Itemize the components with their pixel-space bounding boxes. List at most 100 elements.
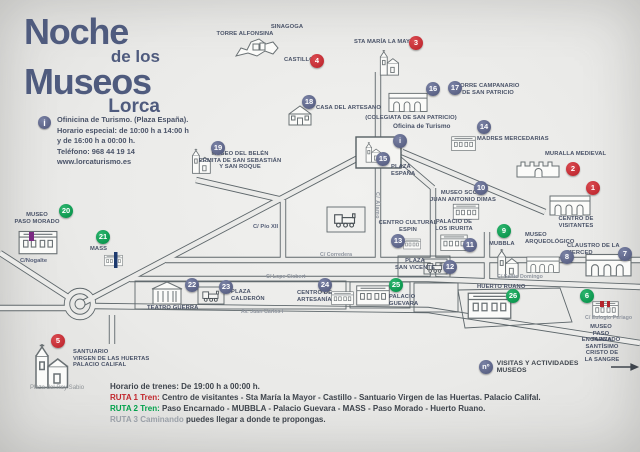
route-2-prefix: RUTA 2 Tren:: [110, 404, 160, 414]
poi-badge-6-paso-encarnado: 6: [580, 289, 594, 303]
poi-badge-18-casa-artesano: 18: [302, 95, 316, 109]
label-torre-alfonsina: TORRE ALFONSINA: [216, 31, 274, 37]
label-plaza-rey-sabio: Plaza del Rey Sabio: [30, 385, 85, 391]
legend-number-badge: nº: [479, 360, 493, 374]
label-santuario: SANTUARIO VIRGEN DE LAS HUERTAS PALACIO …: [73, 349, 150, 369]
poi-badge-15-plaza-espana: 15: [376, 152, 390, 166]
label-casa-artesano: CASA DEL ARTESANO: [316, 105, 381, 111]
route-1: RUTA 1 Tren: Centro de visitantes - Sta …: [110, 392, 541, 403]
poi-badge-16-colegiata: 16: [426, 82, 440, 96]
teatro-guerra-building-icon: [151, 281, 183, 305]
info-line-phone: Teléfono: 968 44 19 14: [57, 146, 135, 156]
route-2-stops: Paso Encarnado - MUBBLA - Palacio Guevar…: [159, 404, 486, 414]
poi-badge-10-museo-scout: 10: [474, 181, 488, 195]
train-icon-center: [334, 213, 356, 228]
poi-badge-25-guevara: 25: [389, 278, 403, 292]
route-3-prefix: RUTA 3 Caminando: [110, 415, 184, 425]
museo-arqueologico-building-icon: [526, 256, 560, 273]
info-line-3: y de 16:00 h a 00:00 h.: [57, 136, 136, 146]
poi-badge-22-teatro: 22: [185, 278, 199, 292]
schedule-header: Horario de trenes: De 19:00 h a 00:00 h.: [110, 382, 260, 391]
poi-badge-17-torre-campanario: 17: [448, 81, 462, 95]
title-lorca: Lorca: [108, 96, 160, 118]
mass-building-icon: [104, 254, 123, 267]
route-1-stops: Centro de visitantes - Sta María la Mayo…: [159, 393, 541, 403]
poi-badge-4-castillo: 4: [310, 54, 324, 68]
poi-badge-info-office: i: [393, 134, 407, 148]
label-irurita: PALACIO DE LOS IRURITA: [435, 219, 473, 232]
label-arqueologico: MUSEO ARQUEOLÓGICO: [525, 232, 575, 245]
madres-mercedarias-building-icon: [451, 136, 476, 152]
centro-espin-building-icon: [403, 238, 421, 250]
poi-badge-5-santuario: 5: [51, 334, 65, 348]
route-3-text: puedes llegar a donde te propongas.: [183, 415, 326, 425]
label-santisimo: PLAZA SANTÍSIMO CRISTO DE LA SANGRE: [584, 337, 620, 363]
train-schedule: Horario de trenes: De 19:00 h a 00:00 h.…: [110, 381, 541, 425]
legend-text: VISITAS Y ACTIVIDADES MUSEOS: [496, 360, 579, 374]
santuario-building-icon: [35, 344, 69, 389]
label-castillo: CASTILLO: [284, 57, 314, 63]
poi-badge-23-calderon: 23: [219, 280, 233, 294]
label-torre-campanario: TORRE CAMPANARIO DE SAN PATRICIO: [456, 83, 520, 96]
label-huerto: HUERTO RUANO: [477, 284, 526, 290]
label-plaza-espana: PLAZA ESPAÑA: [391, 164, 416, 177]
colegiata-building-icon: [388, 92, 428, 113]
museo-scout-building-icon: [452, 203, 480, 220]
poi-badge-2-muralla: 2: [566, 162, 580, 176]
paso-encarnado-red-mark2: [607, 301, 610, 307]
poi-badge-14-madres: 14: [477, 120, 491, 134]
poi-badge-26-huerto: 26: [506, 289, 520, 303]
info-line-2: Horario especial: de 10:00 h a 14:00 h: [57, 125, 189, 135]
paso-encarnado-red-mark: [600, 301, 604, 307]
label-paso-morado: MUSEO PASO MORADO: [14, 212, 60, 225]
label-muralla: MURALLA MEDIEVAL: [545, 151, 607, 157]
tourism-office-text: Ofinicina de Turismo. (Plaza España). Ho…: [57, 115, 189, 168]
label-centro-espin: CENTRO CULTURAL ESPIN: [378, 220, 438, 233]
label-claustro: CLAUSTRO DE LA MERCED: [567, 243, 620, 256]
paso-morado-purple-banner: [29, 232, 34, 241]
route-2: RUTA 2 Tren: Paso Encarnado - MUBBLA - P…: [110, 403, 541, 414]
centro-visitantes-building-icon: [549, 195, 591, 216]
label-artesania: CENTRO DE ARTESANÍA: [297, 290, 333, 303]
label-colegiata: (COLEGIATA DE SAN PATRICIO): [365, 115, 457, 121]
tourism-office-info: i Ofinicina de Turismo. (Plaza España). …: [38, 115, 238, 168]
label-paso-encarnado: MUSEO PASO ENCARNADO: [581, 324, 621, 344]
poi-badge-3-sta-maria: 3: [409, 36, 423, 50]
label-mass: MASS: [90, 246, 108, 252]
poi-badge-21-mass: 21: [96, 230, 110, 244]
label-guevara: PALACIO GUEVARA: [389, 294, 419, 307]
label-san-vicente: PLAZA SAN VICENTE: [394, 258, 436, 271]
poi-badge-20-paso-morado: 20: [59, 204, 73, 218]
street-lope-gisbert: C/ Lope Gisbert: [266, 274, 306, 280]
street-eulogio-periago: C/ Eulogio Periago: [585, 315, 633, 321]
title-museos: Museos: [24, 60, 152, 102]
sta-maria-building-icon: [379, 50, 400, 76]
title-de-los: de los: [110, 46, 160, 66]
label-oficina-turismo: Oficina de Turismo: [393, 123, 451, 130]
info-icon: i: [38, 116, 51, 129]
mass-blue-banner: [114, 252, 118, 268]
label-centro-visitantes: CENTRO DE VISITANTES: [558, 216, 594, 229]
label-mubbla: MUBBLA: [489, 241, 515, 247]
poi-badge-13-espin: 13: [391, 234, 405, 248]
street-juan-carlos: Av. Juan Carlos I: [241, 309, 284, 315]
roundabout-island: [74, 298, 86, 310]
info-line-website: www.lorcaturismo.es: [57, 157, 132, 167]
poi-badge-11-irurita: 11: [463, 238, 477, 252]
castle-drawing: [234, 38, 279, 57]
arrow-right-icon: [610, 363, 640, 371]
route-3: RUTA 3 Caminando puedes llegar a donde t…: [110, 414, 541, 425]
label-museo-scout: MUSEO SCOUT JUAN ANTONIO DIMAS: [430, 190, 496, 203]
paso-morado-building-icon: [18, 230, 58, 255]
label-madres: MADRES MERCEDARIAS: [477, 136, 549, 142]
street-corredera: C/ Corredera: [320, 252, 353, 258]
label-calderon: PLAZA CALDERÓN: [231, 289, 265, 302]
street-nogalte: C/Nogalte: [20, 258, 48, 264]
street-santo-domingo: C/ Santo Domingo: [497, 274, 543, 280]
poi-badge-19-museo-belen: 19: [211, 141, 225, 155]
poi-badge-12-san-vicente: 12: [443, 260, 457, 274]
poi-badge-9-mubbla: 9: [497, 224, 511, 238]
info-line-1: Ofinicina de Turismo. (Plaza España).: [57, 115, 189, 124]
